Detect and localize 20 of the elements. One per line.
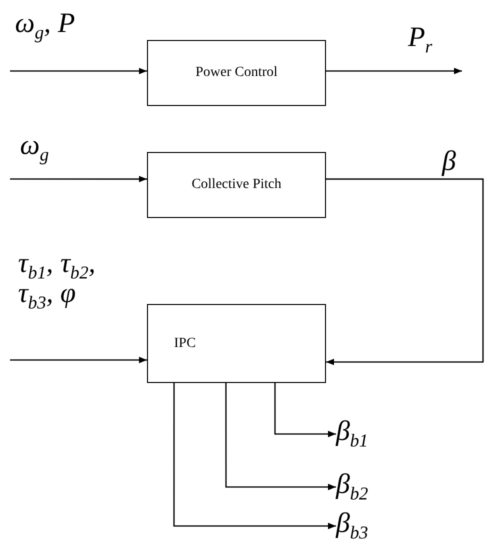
process-box: Power Control	[147, 40, 326, 106]
arrow	[326, 68, 462, 74]
output-label: β$_{b1}$	[336, 416, 400, 452]
signal-label: ω$_{g}$	[20, 132, 49, 164]
edge-label: β	[440, 148, 458, 176]
arrow	[173, 383, 336, 530]
arrow	[225, 383, 336, 490]
process-box: IPC	[147, 304, 326, 383]
process-box: Collective Pitch	[147, 152, 326, 218]
signal-label: τ$_{b1}$, τ$_{b2}$,	[18, 250, 96, 282]
arrow	[274, 383, 336, 438]
signal-label: P$_{r}$	[408, 24, 432, 56]
signal-label: ω$_{g}$, P	[15, 10, 75, 42]
signal-label: τ$_{b3}$, φ	[18, 280, 76, 312]
arrow	[326, 178, 484, 366]
arrow	[10, 68, 147, 74]
output-label: β$_{b2}$	[336, 469, 400, 505]
output-label: β$_{b3}$	[336, 511, 400, 541]
arrow	[10, 176, 147, 182]
arrow	[10, 356, 147, 364]
